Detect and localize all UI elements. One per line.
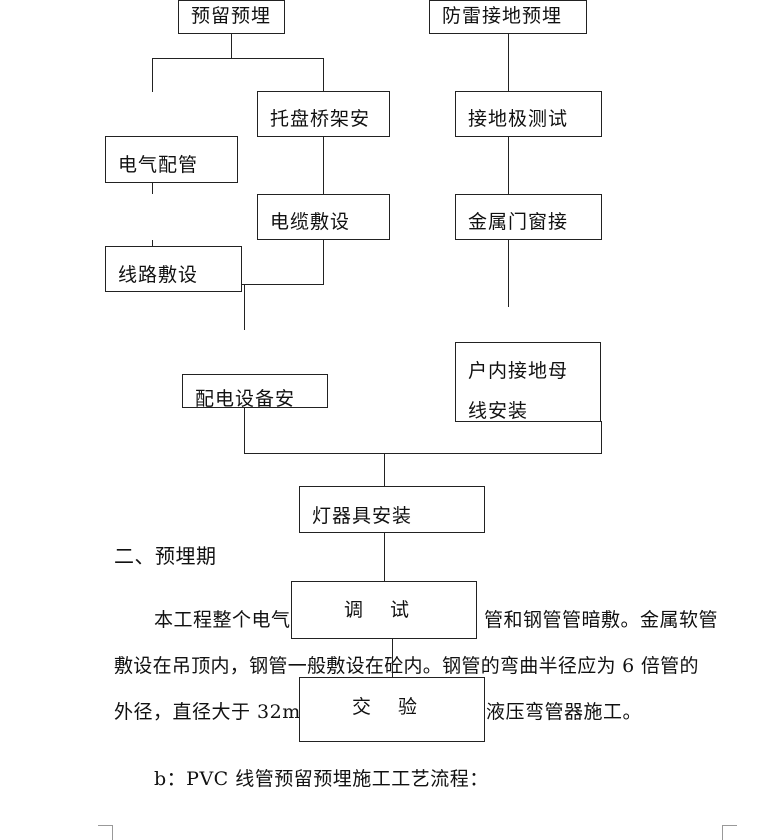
- step-label: 交 验: [352, 696, 422, 718]
- step-jinshu-box: 金属门窗接: [455, 194, 602, 240]
- step-label: 配电设备安: [195, 388, 296, 408]
- step-label: 电缆敷设: [270, 211, 351, 233]
- step-yuliu-box: 预留预埋: [178, 0, 285, 34]
- step-hunei-jiedi-box: 户内接地母 线安装: [455, 342, 601, 422]
- connector: [152, 58, 153, 92]
- step-dianqi-peiguan-box: 电气配管: [105, 136, 238, 183]
- paragraph-line-1-left: 本工程整个电气: [154, 609, 291, 631]
- step-label: 防雷接地预埋: [442, 5, 563, 27]
- step-peidian-box: 配电设备安: [182, 374, 328, 408]
- step-label: 预留预埋: [191, 5, 272, 27]
- step-xianlu-box: 线路敷设: [105, 246, 242, 292]
- paragraph-line-2: 敷设在吊顶内，钢管一般敷设在砼内。钢管的弯曲半径应为 6 倍管的: [114, 655, 699, 677]
- step-dianlan-box: 电缆敷设: [257, 194, 390, 240]
- page-corner-mark-right: [722, 825, 737, 840]
- connector: [601, 421, 602, 454]
- paragraph-line-3-right: 液压弯管器施工。: [486, 701, 643, 723]
- step-fanglei-box: 防雷接地预埋: [429, 0, 587, 34]
- section-heading: 二、预埋期: [114, 544, 217, 568]
- connector: [323, 238, 324, 285]
- page-corner-mark-left: [98, 825, 113, 840]
- paragraph-line-4: b：PVC 线管预留预埋施工工艺流程：: [154, 768, 489, 790]
- connector: [244, 284, 245, 330]
- step-dengju-box: 灯器具安装: [299, 486, 485, 533]
- step-label: 线路敷设: [118, 264, 199, 286]
- connector: [244, 453, 602, 454]
- connector: [392, 637, 393, 677]
- connector: [384, 453, 385, 486]
- step-tiaoshi-box: 调 试: [291, 581, 477, 639]
- connector: [508, 136, 509, 194]
- connector: [508, 33, 509, 92]
- step-label: 接地极测试: [468, 108, 569, 130]
- connector: [508, 238, 509, 307]
- connector: [231, 33, 232, 58]
- step-label: 托盘桥架安: [270, 108, 371, 130]
- step-jiedi-test-box: 接地极测试: [455, 91, 602, 137]
- step-jiaoyan-box: 交 验: [299, 677, 485, 742]
- connector: [244, 407, 245, 454]
- step-label-line2: 线安装: [468, 400, 529, 422]
- step-label: 灯器具安装: [312, 505, 413, 527]
- connector: [384, 532, 385, 581]
- connector: [323, 58, 324, 92]
- step-label: 调 试: [344, 599, 414, 621]
- paragraph-line-1-right: 管和钢管管暗敷。金属软管: [484, 609, 719, 631]
- connector: [152, 58, 324, 59]
- connector: [323, 136, 324, 194]
- step-tuopan-box: 托盘桥架安: [257, 91, 390, 137]
- step-label-line1: 户内接地母: [468, 360, 569, 382]
- step-label: 电气配管: [118, 154, 199, 176]
- step-label: 金属门窗接: [468, 211, 569, 233]
- paragraph-line-3-left: 外径，直径大于 32mm: [114, 701, 320, 723]
